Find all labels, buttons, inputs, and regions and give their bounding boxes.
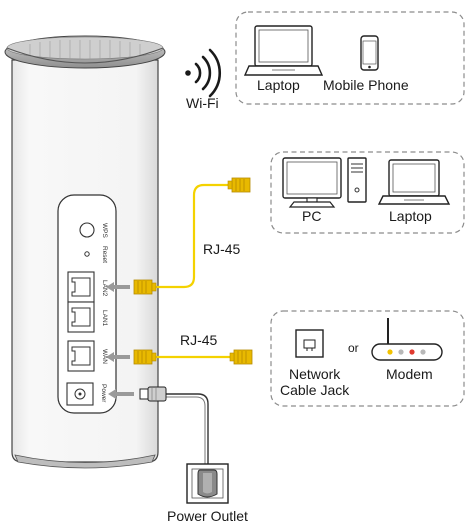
modem-icon: [371, 318, 443, 361]
lan1-port-label: LAN1: [101, 310, 108, 327]
wan-devices-group: [270, 310, 465, 407]
lan2-port[interactable]: [67, 271, 95, 303]
rj45-connector-icon: [229, 349, 253, 365]
reset-port-label: Reset: [101, 246, 108, 263]
pc-icon: [282, 157, 367, 208]
arrow-icon: [108, 389, 134, 399]
power-plug-icon: [139, 386, 167, 402]
modem-led: [409, 349, 415, 355]
wps-port-label: WPS: [101, 223, 108, 238]
wifi-devices-group: [235, 11, 465, 105]
or-label: or: [348, 341, 359, 355]
laptop-icon: [243, 25, 324, 76]
wan-cable: [133, 349, 253, 365]
rj45-lan-label: RJ-45: [203, 241, 241, 257]
laptop-lan-label: Laptop: [389, 208, 432, 224]
modem-led: [398, 349, 404, 355]
network-cable-jack-icon: [295, 329, 324, 358]
modem-label: Modem: [386, 366, 433, 382]
arrow-icon: [106, 282, 130, 292]
wifi-label: Wi-Fi: [186, 95, 219, 111]
rj45-connector-icon: [133, 279, 157, 295]
wifi-icon: [185, 48, 221, 98]
laptop-label: Laptop: [257, 77, 300, 93]
power-port-label: Power: [100, 384, 107, 403]
wan-port[interactable]: [67, 340, 95, 372]
arrow-icon: [106, 352, 130, 362]
rj45-connector-icon: [227, 177, 251, 193]
mobile-phone-icon: [360, 35, 379, 71]
power-outlet-label: Power Outlet: [167, 508, 248, 524]
power-outlet-icon[interactable]: [186, 463, 229, 504]
rj45-connector-icon: [133, 349, 157, 365]
lan-cable: [133, 177, 251, 295]
laptop-icon: [377, 159, 451, 205]
wps-button[interactable]: [79, 222, 95, 238]
lan2-port-label: LAN2: [101, 280, 108, 297]
wan-port-label: WAN: [101, 349, 108, 364]
network-cable-jack-label: Network Cable Jack: [280, 366, 350, 398]
modem-led: [420, 349, 426, 355]
mobile-phone-label: Mobile Phone: [323, 77, 409, 93]
power-cable: [139, 386, 209, 470]
power-port[interactable]: [66, 382, 94, 406]
lan-devices-group: [270, 151, 465, 234]
modem-led: [387, 349, 393, 355]
pc-label: PC: [302, 208, 322, 224]
reset-button[interactable]: [84, 251, 90, 257]
router: [4, 35, 166, 469]
router-cap-vents: [29, 40, 141, 60]
rj45-wan-label: RJ-45: [180, 332, 218, 348]
lan1-port[interactable]: [67, 301, 95, 333]
